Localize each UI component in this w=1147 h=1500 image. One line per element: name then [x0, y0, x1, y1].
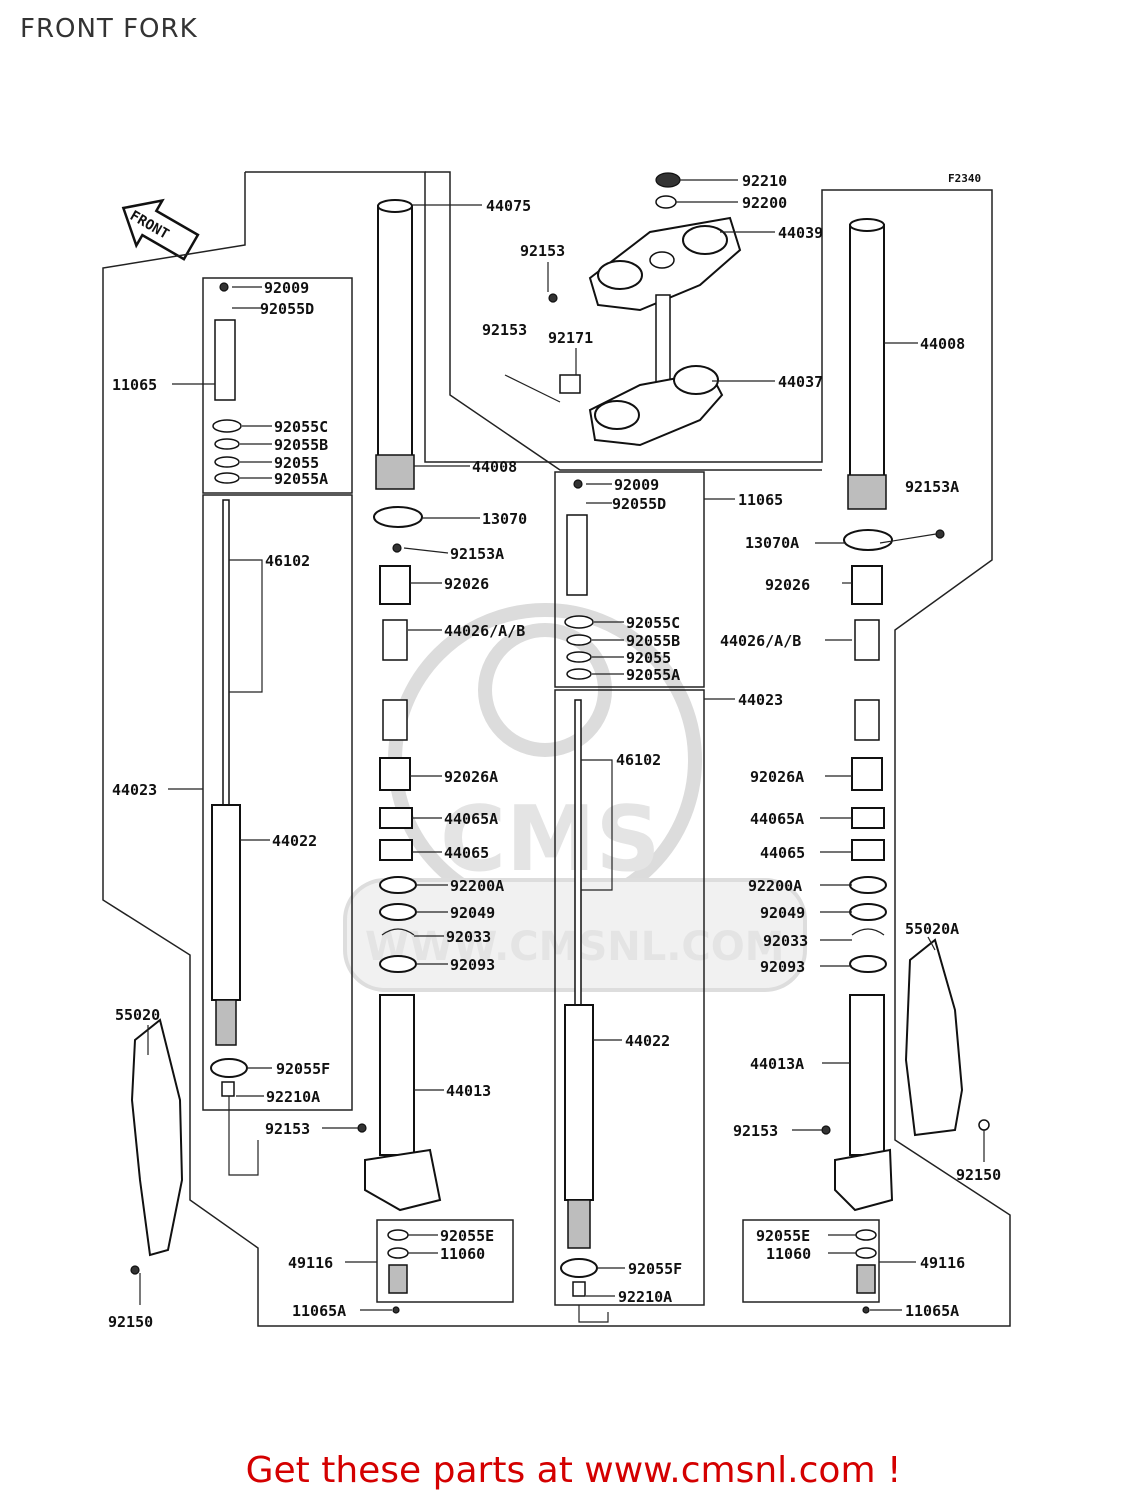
- part-number-callouts: 92210 92200 44039 92153 92153 92171 4403…: [108, 172, 1001, 1331]
- callout-44065-left: 44065: [444, 844, 489, 862]
- callout-center-44023: 44023: [738, 691, 783, 709]
- callout-55020: 55020: [115, 1006, 160, 1024]
- fork-guards: [130, 938, 990, 1275]
- callout-left-92210a: 92210A: [266, 1088, 320, 1106]
- callout-left-46102: 46102: [265, 552, 310, 570]
- callout-92026a-left: 92026A: [444, 768, 498, 786]
- callout-92153a-right: 92153A: [905, 478, 959, 496]
- page-title: FRONT FORK: [20, 14, 198, 44]
- callout-92026-left: 92026: [444, 575, 489, 593]
- callout-left-11060: 11060: [440, 1245, 485, 1263]
- callout-center-92055b: 92055B: [626, 632, 680, 650]
- callout-13070a: 13070A: [745, 534, 799, 552]
- callout-44065a-right: 44065A: [750, 810, 804, 828]
- callout-left-92055f: 92055F: [276, 1060, 330, 1078]
- callout-left-92009: 92009: [264, 279, 309, 297]
- watermark-logo-text: CMS: [440, 787, 660, 892]
- callout-92200a-left: 92200A: [450, 877, 504, 895]
- front-direction-arrow: FRONT: [121, 198, 200, 261]
- group-frames: [102, 171, 1011, 1327]
- callout-right-92055e: 92055E: [756, 1227, 810, 1245]
- callout-44075: 44075: [486, 197, 531, 215]
- callout-center-92210a: 92210A: [618, 1288, 672, 1306]
- callout-92033-right: 92033: [763, 932, 808, 950]
- callout-center-92009: 92009: [614, 476, 659, 494]
- callout-55020a: 55020A: [905, 920, 959, 938]
- callout-left-92055c: 92055C: [274, 418, 328, 436]
- callout-92049-left: 92049: [450, 904, 495, 922]
- callout-center-44022: 44022: [625, 1032, 670, 1050]
- callout-center-46102: 46102: [616, 751, 661, 769]
- callout-44065a-left: 44065A: [444, 810, 498, 828]
- leader-lines: [139, 179, 985, 1323]
- callout-44008-right: 44008: [920, 335, 965, 353]
- callout-left-92055e: 92055E: [440, 1227, 494, 1245]
- callout-left-44022: 44022: [272, 832, 317, 850]
- callout-44008-left: 44008: [472, 458, 517, 476]
- footer-promo-text[interactable]: Get these parts at www.cmsnl.com !: [245, 1450, 902, 1491]
- callout-center-92055d: 92055D: [612, 495, 666, 513]
- callout-left-11065a: 11065A: [292, 1302, 346, 1320]
- callout-92150-left: 92150: [108, 1313, 153, 1331]
- callout-92026-right: 92026: [765, 576, 810, 594]
- bottom-axle-parts: [387, 1229, 877, 1314]
- callout-92153-top: 92153: [520, 242, 565, 260]
- callout-92026a-right: 92026A: [750, 768, 804, 786]
- callout-left-11065: 11065: [112, 376, 157, 394]
- callout-44039: 44039: [778, 224, 823, 242]
- right-fork-leg: [821, 218, 945, 1212]
- callout-left-92055a: 92055A: [274, 470, 328, 488]
- callout-92049-right: 92049: [760, 904, 805, 922]
- callout-left-49116: 49116: [288, 1254, 333, 1272]
- center-cartridge: [560, 479, 598, 1297]
- left-cartridge: [210, 282, 248, 1097]
- callout-92153a-left: 92153A: [450, 545, 504, 563]
- callout-center-92055f: 92055F: [628, 1260, 682, 1278]
- callout-92200a-right: 92200A: [748, 877, 802, 895]
- callout-left-92055: 92055: [274, 454, 319, 472]
- callout-right-11060: 11060: [766, 1245, 811, 1263]
- callout-right-49116: 49116: [920, 1254, 965, 1272]
- callout-92153-mid: 92153: [482, 321, 527, 339]
- callout-44026-right: 44026/A/B: [720, 632, 801, 650]
- callout-center-92055a: 92055A: [626, 666, 680, 684]
- callout-44013: 44013: [446, 1082, 491, 1100]
- callout-left-92055d: 92055D: [260, 300, 314, 318]
- left-fork-leg: [357, 199, 442, 1212]
- callout-center-92055: 92055: [626, 649, 671, 667]
- exploded-parts-diagram: CMS WWW.CMSNL.COM FRONT F2340: [102, 171, 1011, 1331]
- callout-92093-left: 92093: [450, 956, 495, 974]
- callout-92200: 92200: [742, 194, 787, 212]
- callout-92153-lower-left: 92153: [265, 1120, 310, 1138]
- callout-center-11065: 11065: [738, 491, 783, 509]
- callout-92093-right: 92093: [760, 958, 805, 976]
- callout-92153-lower-right: 92153: [733, 1122, 778, 1140]
- callout-44013a: 44013A: [750, 1055, 804, 1073]
- callout-92033-left: 92033: [446, 928, 491, 946]
- callout-44065-right: 44065: [760, 844, 805, 862]
- callout-right-11065a: 11065A: [905, 1302, 959, 1320]
- callout-92210: 92210: [742, 172, 787, 190]
- callout-left-44023: 44023: [112, 781, 157, 799]
- callout-44037: 44037: [778, 373, 823, 391]
- callout-92150-right: 92150: [956, 1166, 1001, 1184]
- callout-13070: 13070: [482, 510, 527, 528]
- callout-44026-left: 44026/A/B: [444, 622, 525, 640]
- figure-code: F2340: [948, 172, 981, 185]
- steering-clamp-assembly: [504, 172, 742, 447]
- callout-92171: 92171: [548, 329, 593, 347]
- callout-left-92055b: 92055B: [274, 436, 328, 454]
- callout-center-92055c: 92055C: [626, 614, 680, 632]
